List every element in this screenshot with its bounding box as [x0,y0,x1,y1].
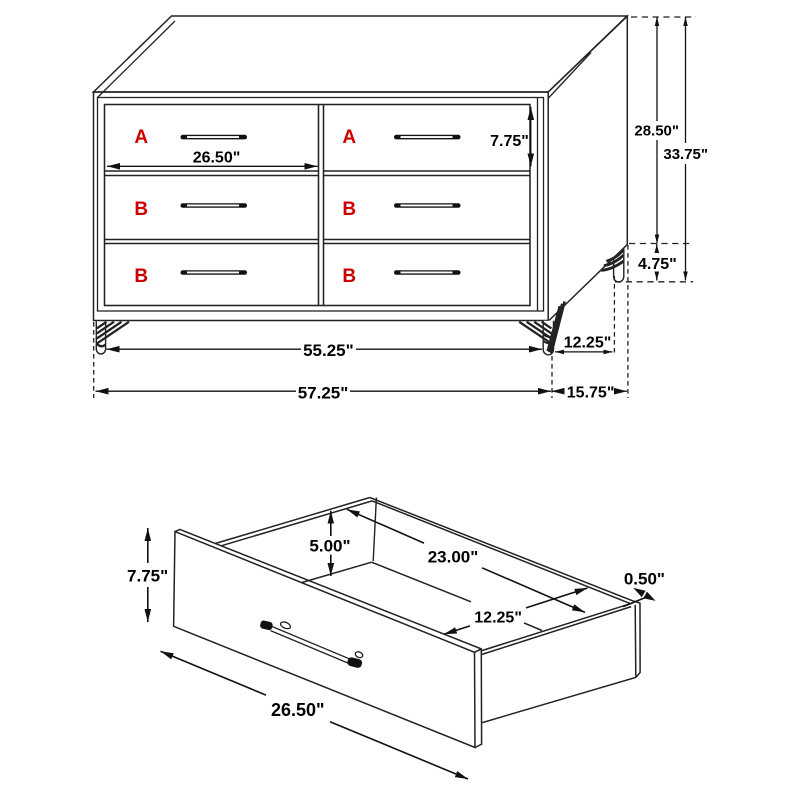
svg-text:7.75": 7.75" [127,567,168,586]
svg-text:7.75": 7.75" [490,133,529,150]
svg-text:28.50": 28.50" [634,123,679,140]
svg-text:A: A [134,127,148,148]
svg-text:B: B [134,266,148,287]
svg-text:A: A [342,127,356,148]
svg-text:B: B [342,266,356,287]
svg-text:57.25": 57.25" [298,383,349,402]
svg-text:26.50": 26.50" [271,700,325,720]
svg-text:12.25": 12.25" [564,335,612,352]
svg-text:0.50": 0.50" [624,570,665,589]
svg-text:55.25": 55.25" [303,341,354,360]
svg-text:33.75": 33.75" [663,146,708,163]
svg-text:B: B [134,199,148,220]
svg-text:15.75": 15.75" [567,385,615,402]
svg-text:5.00": 5.00" [309,537,350,556]
svg-text:B: B [342,199,356,220]
svg-text:23.00": 23.00" [428,548,479,567]
svg-text:4.75": 4.75" [638,256,677,273]
svg-text:26.50": 26.50" [193,149,241,166]
svg-text:12.25": 12.25" [474,610,522,627]
